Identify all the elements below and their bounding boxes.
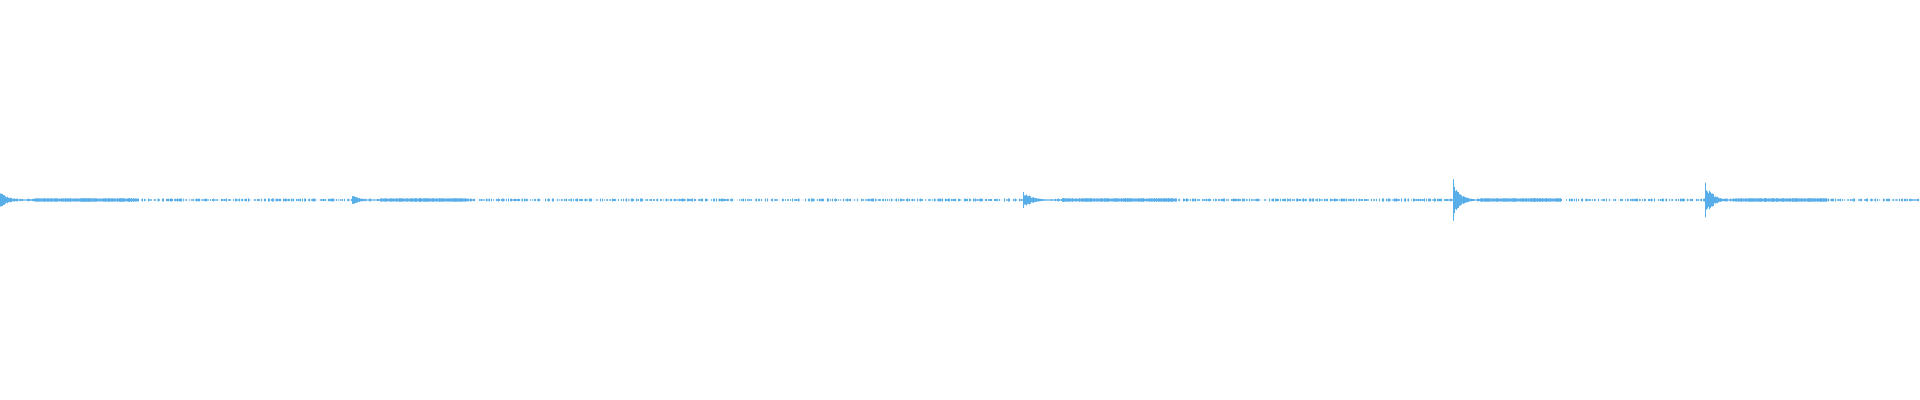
waveform-peaks <box>0 179 1920 221</box>
waveform-trace <box>0 179 1919 221</box>
